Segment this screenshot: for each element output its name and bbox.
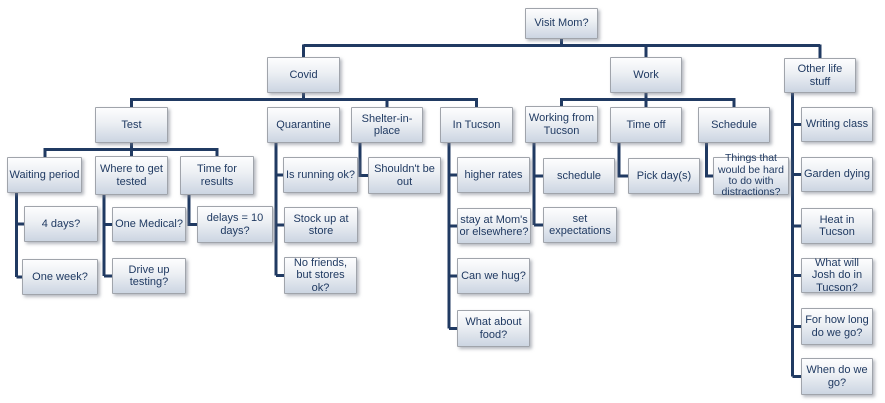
node-label: Where to get tested [100,163,163,188]
node-stay-at-moms[interactable]: stay at Mom's or elsewhere? [457,208,531,244]
node-garden-dying[interactable]: Garden dying [801,157,873,192]
connector-test-to-children [43,143,219,157]
node-label: No friends, but stores ok? [293,257,348,294]
node-where-to-get-tested[interactable]: Where to get tested [95,156,168,195]
node-label: Shouldn't be out [374,163,435,188]
connector-working-from-tucson-children [532,143,543,227]
node-test[interactable]: Test [95,107,168,143]
node-schedule[interactable]: Schedule [698,107,770,143]
node-label: set expectations [549,212,611,237]
node-label: When do we go? [806,364,868,389]
node-work[interactable]: Work [610,57,682,93]
node-label: Garden dying [803,168,871,181]
node-label: One week? [32,270,88,283]
node-label: Shelter-in-place [361,112,413,137]
node-drive-up-testing[interactable]: Drive up testing? [112,258,186,294]
node-time-for-results[interactable]: Time for results [180,156,254,195]
connector-time-off-children [617,143,628,178]
node-label: Quarantine [276,118,331,131]
node-covid[interactable]: Covid [267,57,340,93]
node-label: Work [633,68,659,81]
node-label: In Tucson [452,118,501,131]
node-label: Heat in Tucson [819,213,855,238]
node-can-we-hug[interactable]: Can we hug? [457,258,530,294]
node-label: schedule [556,169,602,182]
node-label: Drive up testing? [128,263,170,288]
node-in-tucson[interactable]: In Tucson [440,107,513,143]
node-shouldnt-be-out[interactable]: Shouldn't be out [368,157,441,194]
connector-shelter-children [358,143,368,177]
connector-schedule-children [705,143,713,178]
node-label: Other life stuff [797,63,843,88]
node-things-hard-distractions[interactable]: Things that would be hard to do with dis… [713,153,789,198]
connector-work-to-children [560,93,736,107]
node-waiting-period[interactable]: Waiting period [7,157,82,193]
node-label: Visit Mom? [534,17,589,30]
node-4-days[interactable]: 4 days? [24,206,98,242]
node-label: Stock up at store [293,212,349,237]
connector-where-tested-children [102,195,112,278]
connector-in-tucson-children [447,143,457,330]
node-for-how-long[interactable]: For how long do we go? [801,308,873,345]
node-label: stay at Mom's or elsewhere? [459,213,529,238]
node-label: Is running ok? [285,168,356,181]
node-label: One Medical? [115,218,183,231]
node-label: Writing class [805,118,869,131]
node-what-about-food[interactable]: What about food? [457,310,530,347]
connector-covid-to-children [130,93,478,107]
node-is-running-ok[interactable]: Is running ok? [283,157,358,193]
node-schedule-item[interactable]: schedule [543,158,615,194]
node-what-will-josh-do[interactable]: What will Josh do in Tucson? [801,257,873,294]
node-no-friends-stores-ok[interactable]: No friends, but stores ok? [284,257,357,294]
node-when-do-we-go[interactable]: When do we go? [801,358,873,395]
node-label: Schedule [711,118,757,131]
node-other-life-stuff[interactable]: Other life stuff [784,58,856,93]
node-stock-up-at-store[interactable]: Stock up at store [284,207,358,243]
node-label: What will Josh do in Tucson? [811,257,863,294]
node-set-expectations[interactable]: set expectations [543,207,617,243]
connector-other-life-children [791,93,801,378]
node-label: delays = 10 days? [206,212,264,237]
node-quarantine[interactable]: Quarantine [267,107,340,143]
node-label: Time for results [197,163,237,188]
node-label: higher rates [464,168,523,181]
node-visit-mom[interactable]: Visit Mom? [525,8,598,39]
node-label: Pick day(s) [636,169,692,182]
node-heat-in-tucson[interactable]: Heat in Tucson [801,208,873,244]
node-writing-class[interactable]: Writing class [801,107,873,142]
node-higher-rates[interactable]: higher rates [457,157,530,193]
node-working-from-tucson[interactable]: Working from Tucson [525,106,598,143]
connector-time-results-children [187,195,197,226]
node-label: Waiting period [9,168,80,181]
node-label: What about food? [465,316,522,341]
node-one-medical[interactable]: One Medical? [112,207,186,242]
node-label: 4 days? [41,217,81,230]
node-one-week[interactable]: One week? [22,259,98,295]
connector-root-to-level2 [302,39,822,58]
connector-quarantine-children [274,143,284,277]
node-label: Things that would be hard to do with dis… [718,152,784,199]
node-label: Can we hug? [461,269,526,282]
connector-waiting-period-children [15,193,24,279]
node-label: Time off [626,118,666,131]
node-label: Test [121,118,142,131]
node-label: Covid [289,68,318,81]
node-time-off[interactable]: Time off [610,107,682,143]
node-shelter-in-place[interactable]: Shelter-in-place [351,107,423,143]
node-label: Working from Tucson [528,112,595,137]
node-delays-10-days[interactable]: delays = 10 days? [197,206,273,243]
node-label: For how long do we go? [805,314,869,339]
node-pick-days[interactable]: Pick day(s) [628,158,700,194]
